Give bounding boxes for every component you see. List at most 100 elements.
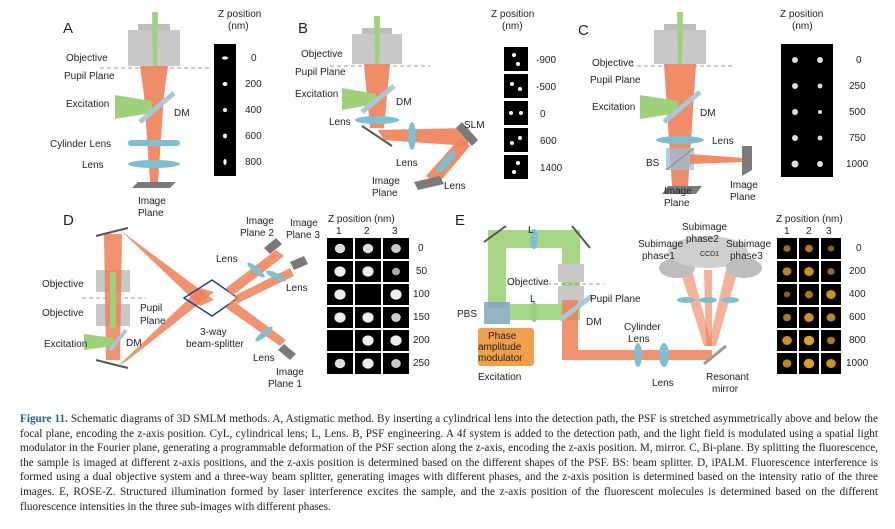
panel-e-sub-lens-2 — [699, 297, 717, 303]
panel-b-excitation-label: Excitation — [295, 89, 338, 100]
panel-d-psf-spot-3-1 — [362, 312, 374, 323]
panel-c-psf-0-a — [792, 57, 798, 63]
panel-b-lens2-label: Lens — [396, 158, 418, 169]
panel-e-objective — [558, 264, 584, 282]
panel-b-dm-label: DM — [396, 97, 412, 108]
panel-c-z-2: 500 — [849, 107, 866, 118]
panel-a-z-header-1: Z position — [218, 9, 261, 20]
panel-d-z-3: 150 — [413, 312, 430, 323]
panel-a-cylinder-lens — [128, 140, 180, 146]
panel-e-z-1: 200 — [849, 266, 866, 277]
panel-c-psf-block — [781, 44, 833, 177]
panel-e-z-3: 600 — [849, 312, 866, 323]
panel-e-mirror-label-1: Resonant — [706, 372, 749, 383]
panel-e-modulator — [478, 328, 534, 366]
panel-b-dm — [360, 84, 396, 114]
panel-c-image2-label-2: Plane — [730, 192, 756, 203]
panel-d-z-0: 0 — [418, 243, 424, 254]
panel-d-excitation-beam — [84, 334, 114, 350]
panel-b-psf-1 — [504, 74, 528, 98]
panel-e-psf-spot-1-0 — [782, 267, 792, 276]
panel-e-lens-label: Lens — [652, 378, 674, 389]
panel-d-psf-spot-1-0 — [334, 266, 346, 277]
panel-a-excitation-top — [152, 12, 158, 66]
panel-b-psf-3-dot-a — [510, 141, 514, 145]
panel-c-image2-label-1: Image — [730, 180, 758, 191]
panel-a-image-label-1: Image — [138, 196, 166, 207]
panel-d-psf-spot-0-1 — [362, 243, 374, 254]
panel-c-psf-3-a — [792, 135, 798, 141]
panel-e-ccd-label: CCD1 — [700, 251, 719, 258]
panel-b-psf-4 — [504, 155, 528, 179]
panel-e-cylinder-label-1: Cylinder — [624, 322, 661, 333]
panel-e-psf-spot-3-1 — [804, 313, 814, 322]
panel-d-splitter-label-2: beam-splitter — [186, 339, 244, 350]
panel-e-psf-spot-4-2 — [827, 336, 835, 345]
panel-b-psf-2-dot-a — [509, 111, 513, 115]
panel-d-splitter-label-1: 3-way — [200, 327, 227, 338]
panel-d-psf-spot-2-2 — [390, 289, 402, 300]
panel-d-letter: D — [63, 212, 74, 229]
panel-c-dm — [662, 90, 702, 124]
panel-e: E CCD1 L L Objective — [455, 212, 869, 395]
panel-e-pbs-label: PBS — [457, 309, 477, 320]
panel-d-z-2: 100 — [413, 289, 430, 300]
panel-d-objective1-label: Objective — [42, 279, 84, 290]
panel-d-image-plane-2 — [264, 238, 282, 254]
panel-a-cylinder-label: Cylinder Lens — [50, 139, 111, 150]
panel-d-z-4: 200 — [413, 335, 430, 346]
panel-e-cylinder-lens — [634, 343, 642, 367]
panel-d-dm-label: DM — [126, 338, 142, 349]
panel-d-psf-spot-0-2 — [391, 244, 401, 253]
panel-d-lens-3 — [265, 270, 287, 282]
panel-e-modulator-label-1: Phase — [488, 331, 517, 342]
panel-a-image-label-2: Plane — [138, 208, 164, 219]
panel-e-psf-spot-5-0 — [782, 359, 792, 368]
panel-e-psf-spot-0-1 — [805, 244, 813, 253]
panel-e-col-2: 2 — [806, 226, 812, 237]
panel-e-sub1-label-2: phase1 — [642, 251, 675, 262]
panel-c-bs-diagonal — [665, 147, 695, 171]
panel-c-z-0: 0 — [856, 55, 862, 66]
panel-d-image2-label-1: Image — [246, 216, 274, 227]
panel-b-beam-horizontal — [378, 128, 468, 146]
panel-c-objective-label: Objective — [592, 58, 634, 69]
panel-c-z-4: 1000 — [846, 159, 869, 170]
panel-e-col-1: 1 — [784, 226, 790, 237]
panel-e-psf-spot-3-0 — [783, 313, 791, 322]
panel-a-z-4: 800 — [245, 157, 262, 168]
panel-a-excitation-label: Excitation — [66, 99, 109, 110]
panel-d-beam-out-1 — [226, 300, 286, 346]
panel-b-psf-4-dot-a — [516, 161, 520, 165]
panel-c-z-3: 750 — [849, 133, 866, 144]
panel-b-z-0: -900 — [536, 55, 556, 66]
panel-e-cylinder-label-2: Lens — [628, 334, 650, 345]
panel-d-psf-grid — [327, 238, 409, 374]
panel-d-image1-label-2: Plane 1 — [268, 379, 302, 390]
panel-d-lens3-label: Lens — [286, 283, 308, 294]
panel-b-lens-3 — [436, 150, 456, 174]
figure-11-diagram: A Objective Pupil Plane Excitation DM Cy… — [42, 9, 869, 395]
panel-e-lens — [659, 343, 669, 367]
panel-b-z-1: -500 — [536, 82, 556, 93]
panel-b-z-header-1: Z position — [491, 9, 534, 20]
panel-c-psf-0-b — [817, 57, 823, 63]
panel-a-z-3: 600 — [245, 131, 262, 142]
panel-b-mirror — [361, 125, 393, 147]
panel-a-z-header-2: (nm) — [228, 21, 249, 32]
panel-c-beam-side — [690, 154, 744, 164]
panel-b-psf-1-dot-a — [510, 82, 514, 86]
panel-e-letter: E — [455, 212, 465, 229]
panel-d-mirror-bottom — [95, 359, 129, 369]
panel-d-psf-cell-2-1 — [355, 284, 381, 305]
panel-b-psf-4-dot-b — [512, 170, 516, 174]
panel-e-psf-spot-2-2 — [826, 290, 836, 299]
panel-d-dm — [108, 328, 128, 352]
panel-e-psf-spot-1-1 — [804, 267, 814, 276]
panel-b-excitation-top — [374, 16, 380, 64]
panel-e-beam-phase2 — [704, 270, 712, 346]
panel-b-psf-1-dot-b — [518, 87, 522, 91]
panel-a-beam-upper — [140, 66, 168, 95]
panel-c-image-plane-1 — [662, 186, 702, 194]
panel-c-psf-2-b — [818, 110, 822, 114]
